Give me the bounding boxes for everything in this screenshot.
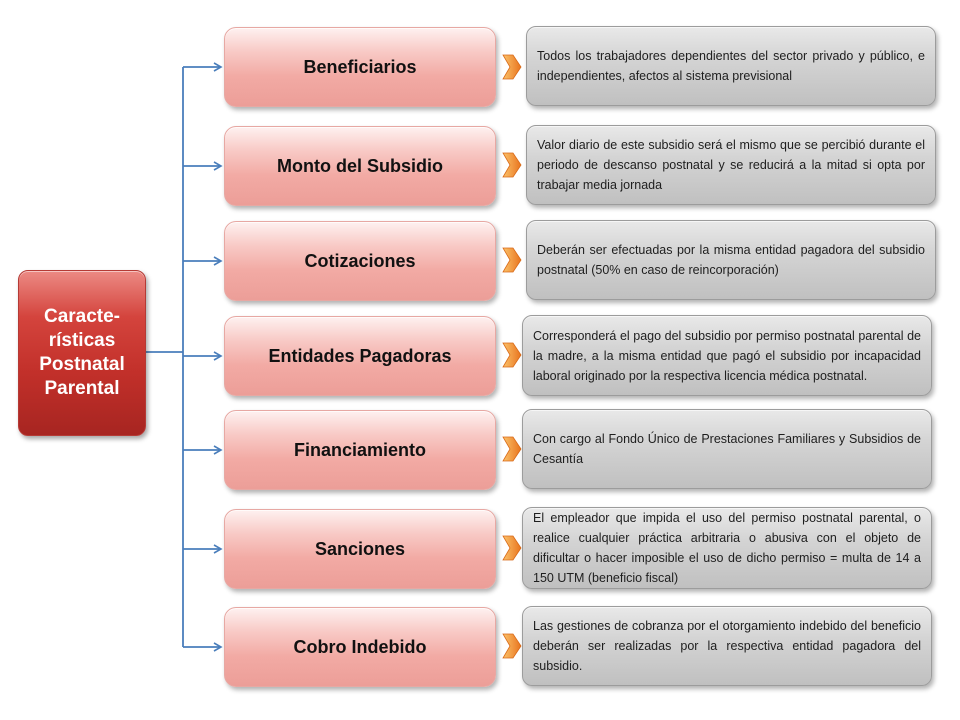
node-financiamiento: Financiamiento	[224, 410, 496, 490]
root-line-3: Postnatal	[39, 354, 125, 375]
desc-sanciones: El empleador que impida el uso del permi…	[522, 507, 932, 589]
desc-text: Valor diario de este subsidio será el mi…	[537, 138, 925, 192]
desc-text: Deberán ser efectuadas por la misma enti…	[537, 243, 925, 277]
desc-text: Con cargo al Fondo Único de Prestaciones…	[533, 432, 921, 466]
root-line-2: rísticas	[48, 330, 116, 351]
node-label: Monto del Subsidio	[277, 155, 443, 176]
desc-text: Corresponderá el pago del subsidio por p…	[533, 328, 921, 383]
desc-cobro-indebido: Las gestiones de cobranza por el otorgam…	[522, 606, 932, 686]
orange-arrow-icon	[502, 152, 522, 178]
desc-monto-del-subsidio: Valor diario de este subsidio será el mi…	[526, 125, 936, 205]
node-label: Financiamiento	[293, 439, 427, 460]
desc-text: Todos los trabajadores dependientes del …	[537, 49, 925, 83]
root-line-1: Caracte-	[43, 306, 121, 327]
desc-text: Las gestiones de cobranza por el otorgam…	[533, 619, 921, 673]
orange-arrow-icon	[502, 247, 522, 273]
node-label: Cobro Indebido	[293, 636, 427, 657]
root-node: Caracte- rísticas Postnatal Parental	[18, 270, 146, 436]
node-label: Cotizaciones	[304, 250, 416, 271]
orange-arrow-icon	[502, 535, 522, 561]
node-beneficiarios: Beneficiarios	[224, 27, 496, 107]
desc-text: El empleador que impida el uso del permi…	[533, 511, 921, 585]
node-sanciones: Sanciones	[224, 509, 496, 589]
root-line-4: Parental	[44, 378, 120, 399]
desc-cotizaciones: Deberán ser efectuadas por la misma enti…	[526, 220, 936, 300]
orange-arrow-icon	[502, 633, 522, 659]
desc-financiamiento: Con cargo al Fondo Único de Prestaciones…	[522, 409, 932, 489]
node-monto-del-subsidio: Monto del Subsidio	[224, 126, 496, 206]
node-label: Sanciones	[314, 538, 406, 559]
node-cotizaciones: Cotizaciones	[224, 221, 496, 301]
desc-beneficiarios: Todos los trabajadores dependientes del …	[526, 26, 936, 106]
node-cobro-indebido: Cobro Indebido	[224, 607, 496, 687]
node-label: Beneficiarios	[303, 56, 417, 77]
desc-entidades-pagadoras: Corresponderá el pago del subsidio por p…	[522, 315, 932, 396]
orange-arrow-icon	[502, 54, 522, 80]
node-label: Entidades Pagadoras	[268, 345, 452, 366]
node-entidades-pagadoras: Entidades Pagadoras	[224, 316, 496, 396]
orange-arrow-icon	[502, 342, 522, 368]
orange-arrow-icon	[502, 436, 522, 462]
